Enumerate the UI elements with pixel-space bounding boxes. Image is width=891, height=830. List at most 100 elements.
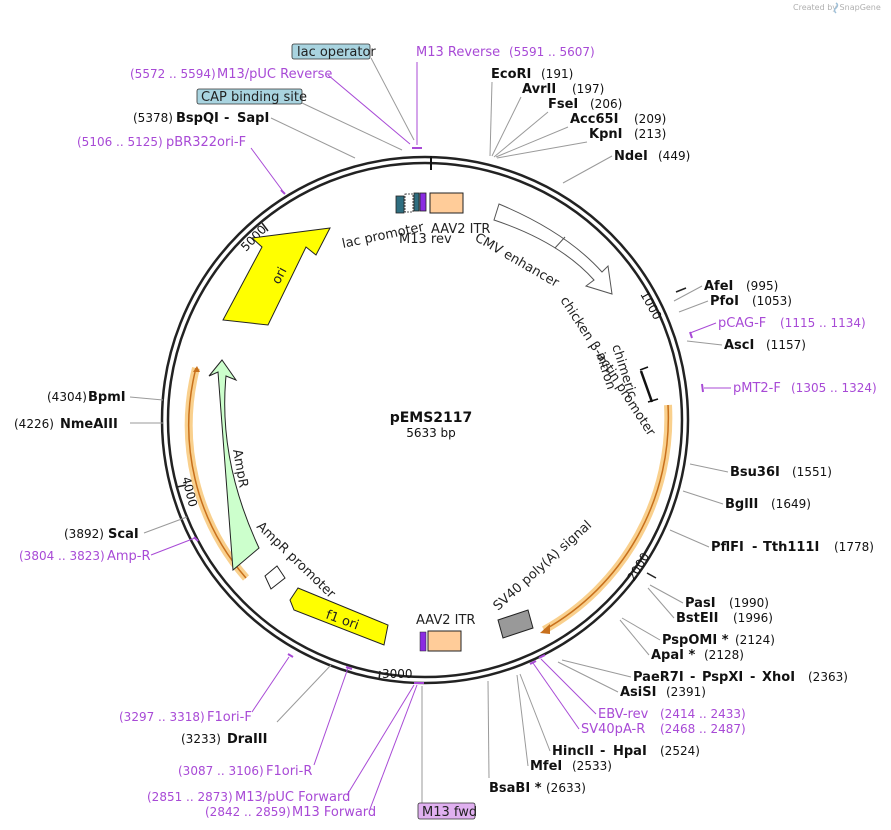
- feature-cap-site[interactable]: [395, 195, 405, 214]
- f1ori-r-leader: [313, 667, 349, 766]
- primer-m13puc-forward[interactable]: M13/pUC Forward: [235, 790, 350, 805]
- feature-label-ampr-promoter: AmpR promoter: [253, 519, 338, 602]
- site-nmeaiii[interactable]: NmeAIII: [60, 417, 118, 432]
- primer-marks: [193, 147, 704, 684]
- site-asisi[interactable]: AsiSI: [620, 685, 656, 700]
- site-ecori-pos: (191): [541, 67, 573, 81]
- feature-ampr-promoter[interactable]: [264, 565, 286, 590]
- site-pfoi[interactable]: PfoI: [710, 294, 739, 309]
- primer-f1ori-r[interactable]: F1ori-R: [266, 764, 312, 779]
- snapgene-logo-icon: [833, 2, 839, 14]
- site-draiii-pos: (3233): [181, 732, 221, 746]
- feature-ampr[interactable]: [208, 359, 260, 572]
- intron-marker-cap-bottom: [647, 398, 659, 403]
- m13-fwd-box[interactable]: M13 fwd: [417, 802, 477, 820]
- tick-1000: [675, 287, 687, 293]
- primer-m13-reverse[interactable]: M13 Reverse: [416, 45, 500, 60]
- site-pspomi[interactable]: PspOMI *: [662, 633, 729, 648]
- site-acc65i-pos: (209): [634, 112, 666, 126]
- site-sapi[interactable]: SapI: [237, 111, 269, 126]
- site-mfei[interactable]: MfeI: [530, 759, 562, 774]
- site-draiii[interactable]: DraIII: [227, 732, 268, 747]
- site-hincii-dash: -: [600, 744, 605, 759]
- site-afei-pos: (995): [746, 279, 778, 293]
- primer-f1ori-f-range: (3297 .. 3318): [119, 710, 205, 724]
- feature-sv40-polya[interactable]: [497, 609, 534, 639]
- site-pflfi-pos: (1778): [834, 540, 874, 554]
- feature-cmv-enhancer[interactable]: [493, 203, 613, 295]
- primer-pmt2-f-range: (1305 .. 1324): [791, 381, 877, 395]
- site-bsteii[interactable]: BstEII: [676, 611, 718, 626]
- apai-leader: [619, 619, 650, 656]
- site-tth111i[interactable]: Tth111I: [763, 540, 819, 555]
- site-pasi-pos: (1990): [729, 596, 769, 610]
- amp-r-leader: [150, 537, 196, 556]
- site-fsei[interactable]: FseI: [548, 97, 578, 112]
- site-pflfi[interactable]: PflFI: [711, 540, 744, 555]
- feature-lac-operator[interactable]: [413, 192, 420, 212]
- site-afei[interactable]: AfeI: [704, 279, 733, 294]
- lac-operator-label: lac operator: [297, 45, 376, 60]
- afei-leader: [673, 285, 703, 302]
- site-asci[interactable]: AscI: [724, 338, 754, 353]
- ampr-orf-line: [188, 367, 247, 579]
- feature-ori[interactable]: [222, 227, 331, 326]
- tick-4000: [176, 484, 187, 488]
- site-pspomi-pos: (2124): [735, 633, 775, 647]
- m13puc-forward-leader: [346, 684, 415, 796]
- feature-aav2-itr-top[interactable]: [429, 192, 464, 214]
- mcs-leaders: [489, 81, 588, 159]
- primer-m13-forward-range: (2842 .. 2859): [205, 805, 291, 819]
- feature-label-aav2-itr-bottom: AAV2 ITR: [416, 613, 475, 628]
- bspqi-leader: [270, 117, 356, 159]
- site-asci-pos: (1157): [766, 338, 806, 352]
- primer-m13puc-reverse-range: (5572 .. 5594): [130, 67, 216, 81]
- site-hincii[interactable]: HincII: [552, 744, 594, 759]
- bsabi-leader: [487, 680, 490, 779]
- m13-fwd-label: M13 fwd: [422, 805, 477, 820]
- primer-m13-forward[interactable]: M13 Forward: [292, 805, 376, 820]
- primer-sv40pa-r[interactable]: SV40pA-R: [581, 722, 645, 737]
- site-pflfi-dash: -: [752, 540, 757, 555]
- cap-binding-site-box[interactable]: CAP binding site: [196, 88, 307, 105]
- site-pfoi-pos: (1053): [752, 294, 792, 308]
- paer7i-leader: [561, 659, 632, 678]
- feature-lac-promoter[interactable]: [404, 193, 414, 213]
- site-bpmi[interactable]: BpmI: [88, 390, 126, 405]
- primer-f1ori-f[interactable]: F1ori-F: [207, 710, 252, 725]
- site-fsei-pos: (206): [590, 97, 622, 111]
- feature-m13-rev[interactable]: [419, 192, 427, 212]
- pfoi-leader: [678, 300, 709, 313]
- site-scai[interactable]: ScaI: [108, 527, 139, 542]
- site-kpni[interactable]: KpnI: [589, 127, 622, 142]
- site-nmeaiii-pos: (4226): [14, 417, 54, 431]
- site-bsabi-pos: (2633): [546, 781, 586, 795]
- primer-pmt2-f[interactable]: pMT2-F: [733, 381, 781, 396]
- site-pasi[interactable]: PasI: [685, 596, 716, 611]
- site-bsu36i[interactable]: Bsu36I: [730, 465, 780, 480]
- site-bspqi[interactable]: BspQI: [176, 111, 219, 126]
- site-hpai[interactable]: HpaI: [613, 744, 647, 759]
- site-pspxi[interactable]: PspXI: [702, 670, 743, 685]
- primer-pbr322ori-f[interactable]: pBR322ori-F: [166, 135, 246, 150]
- primer-ebv-rev-range: (2414 .. 2433): [660, 707, 746, 721]
- lac-operator-box[interactable]: lac operator: [291, 43, 376, 60]
- site-bpmi-pos: (4304): [47, 390, 87, 404]
- primer-amp-r[interactable]: Amp-R: [107, 549, 151, 564]
- primer-ebv-rev[interactable]: EBV-rev: [598, 707, 649, 722]
- site-avrii[interactable]: AvrII: [522, 82, 556, 97]
- feature-f1-ori[interactable]: [289, 587, 389, 646]
- feature-aav2-itr-bottom[interactable]: [427, 630, 462, 652]
- site-bglii[interactable]: BglII: [725, 497, 758, 512]
- site-bsabi[interactable]: BsaBI *: [489, 781, 542, 796]
- site-ndei[interactable]: NdeI: [614, 149, 648, 164]
- site-apai[interactable]: ApaI *: [651, 648, 696, 663]
- site-ecori[interactable]: EcoRI: [491, 67, 531, 82]
- site-acc65i[interactable]: Acc65I: [570, 112, 618, 127]
- pasi-leader: [649, 584, 684, 604]
- site-xhoi[interactable]: XhoI: [762, 670, 795, 685]
- primer-pcag-f[interactable]: pCAG-F: [718, 316, 766, 331]
- primer-m13puc-reverse[interactable]: M13/pUC Reverse: [217, 67, 332, 82]
- site-paer7i[interactable]: PaeR7I: [633, 670, 684, 685]
- pspomi-leader: [621, 617, 661, 641]
